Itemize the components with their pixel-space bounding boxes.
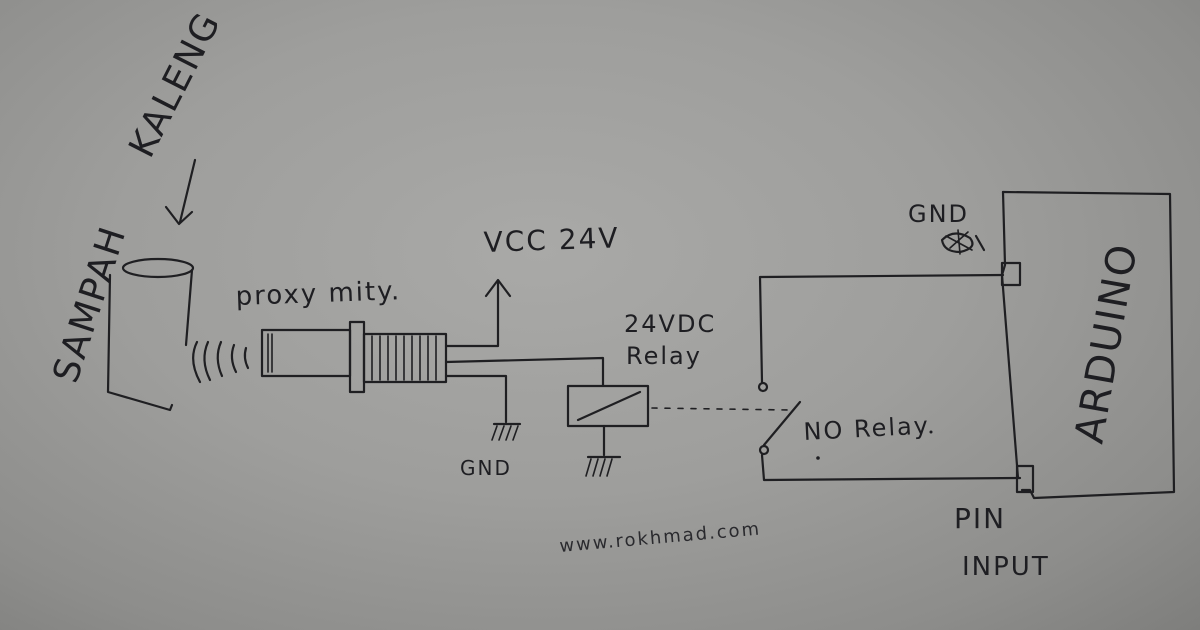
- sensor-waves: [192, 340, 250, 384]
- ground-symbol-proxy: [491, 422, 522, 441]
- can-arrow: [164, 158, 197, 226]
- label-website: www.rokhmad.com: [559, 518, 762, 557]
- label-pin: PIN: [954, 502, 1006, 535]
- relay-link-dashed: [651, 407, 791, 411]
- label-gnd-arduino: GND: [908, 200, 969, 228]
- arduino-board: [1000, 190, 1176, 500]
- label-input: INPUT: [962, 552, 1050, 582]
- label-kaleng: KALENG: [121, 5, 229, 164]
- label-no-relay: NO Relay: [803, 411, 931, 446]
- sensor-wires: [444, 278, 605, 424]
- label-proxymity: proxy mity.: [235, 276, 401, 312]
- relay-coil: [566, 384, 650, 477]
- relay-contact-circuit: [757, 273, 1022, 482]
- label-vcc: VCC 24V: [483, 221, 620, 259]
- can: [106, 257, 195, 412]
- label-arduino: ARDUINO: [1067, 239, 1147, 446]
- label-relay: Relay: [626, 342, 702, 370]
- label-gnd-proxy: GND: [460, 456, 512, 480]
- scribble-mark: [940, 229, 986, 255]
- label-relay-voltage: 24VDC: [624, 310, 716, 338]
- label-sampah: SAMPAH: [46, 221, 135, 388]
- proximity-sensor: [260, 320, 448, 394]
